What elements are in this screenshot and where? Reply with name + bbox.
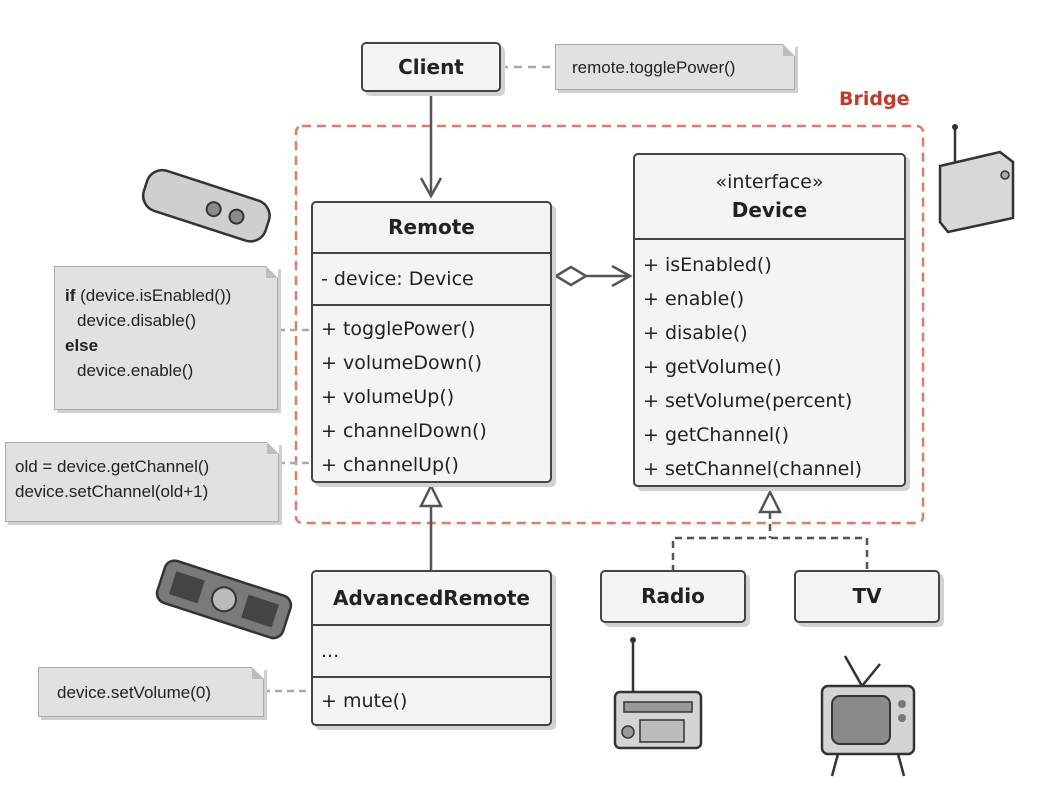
device-title: Device xyxy=(731,198,808,222)
note-line: device.enable() xyxy=(77,361,194,380)
mute-note: device.setVolume(0) xyxy=(38,667,264,717)
remote-field: - device: Device xyxy=(321,268,474,290)
tv-illustration xyxy=(820,655,916,777)
remote-method: + volumeDown() xyxy=(321,352,483,374)
remote-illustration xyxy=(141,168,271,243)
device-method: + setVolume(percent) xyxy=(643,390,853,412)
remote-method: + channelUp() xyxy=(321,454,459,476)
remote-fields: - device: Device xyxy=(313,252,550,304)
device-header: «interface» Device xyxy=(635,155,904,238)
client-note: remote.togglePower() xyxy=(555,44,795,90)
keyword-if: if xyxy=(65,286,76,305)
device-methods: + isEnabled() + enable() + disable() + g… xyxy=(635,238,904,486)
tv-title: TV xyxy=(852,584,882,608)
device-method: + setChannel(channel) xyxy=(643,458,863,480)
note-line: else xyxy=(65,333,277,358)
note-condition: (device.isEnabled()) xyxy=(75,286,232,305)
realization-lines xyxy=(671,536,869,572)
advanced-remote-class[interactable]: AdvancedRemote ... + mute() xyxy=(311,570,552,726)
device-method: + isEnabled() xyxy=(643,254,772,276)
device-method: + enable() xyxy=(643,288,745,310)
tv-class[interactable]: TV xyxy=(794,570,940,623)
radio-class[interactable]: Radio xyxy=(600,570,746,623)
note-line: device.setChannel(old+1) xyxy=(15,482,209,501)
device-method: + getChannel() xyxy=(643,424,789,446)
client-class[interactable]: Client xyxy=(361,42,501,92)
radio-illustration xyxy=(613,637,703,750)
advanced-remote-title: AdvancedRemote xyxy=(333,586,530,610)
realization-triangle xyxy=(757,489,783,514)
advanced-remote-fields: ... xyxy=(313,624,550,676)
remote-method: + togglePower() xyxy=(321,318,476,340)
keyword-else: else xyxy=(65,336,99,355)
note-line: device.disable() xyxy=(77,311,197,330)
receiver-illustration xyxy=(938,124,1015,234)
advanced-remote-methods: + mute() xyxy=(313,676,550,718)
client-note-text: remote.togglePower() xyxy=(572,58,736,77)
channel-up-note: old = device.getChannel() device.setChan… xyxy=(5,442,279,522)
device-method: + disable() xyxy=(643,322,748,344)
remote-class[interactable]: Remote - device: Device + togglePower() … xyxy=(311,201,552,483)
mute-note-text: device.setVolume(0) xyxy=(57,683,212,702)
note-line: if (device.isEnabled()) xyxy=(65,283,277,308)
note-line: old = device.getChannel() xyxy=(15,457,210,476)
toggle-power-note: if (device.isEnabled()) device.disable()… xyxy=(54,266,278,410)
inheritance-triangle xyxy=(418,483,444,508)
client-title: Client xyxy=(398,55,464,79)
device-method: + getVolume() xyxy=(643,356,782,378)
remote-method: + volumeUp() xyxy=(321,386,455,408)
aggregation-diamond xyxy=(553,265,589,287)
advanced-remote-field: ... xyxy=(321,640,340,662)
remote-title: Remote xyxy=(388,215,475,239)
radio-title: Radio xyxy=(641,584,705,608)
device-interface[interactable]: «interface» Device + isEnabled() + enabl… xyxy=(633,153,906,487)
advanced-remote-method: + mute() xyxy=(321,690,408,712)
advanced-remote-illustration xyxy=(155,559,293,640)
bridge-label: Bridge xyxy=(839,88,910,110)
remote-methods: + togglePower() + volumeDown() + volumeU… xyxy=(313,304,550,482)
device-stereotype: «interface» xyxy=(715,171,824,193)
remote-method: + channelDown() xyxy=(321,420,487,442)
